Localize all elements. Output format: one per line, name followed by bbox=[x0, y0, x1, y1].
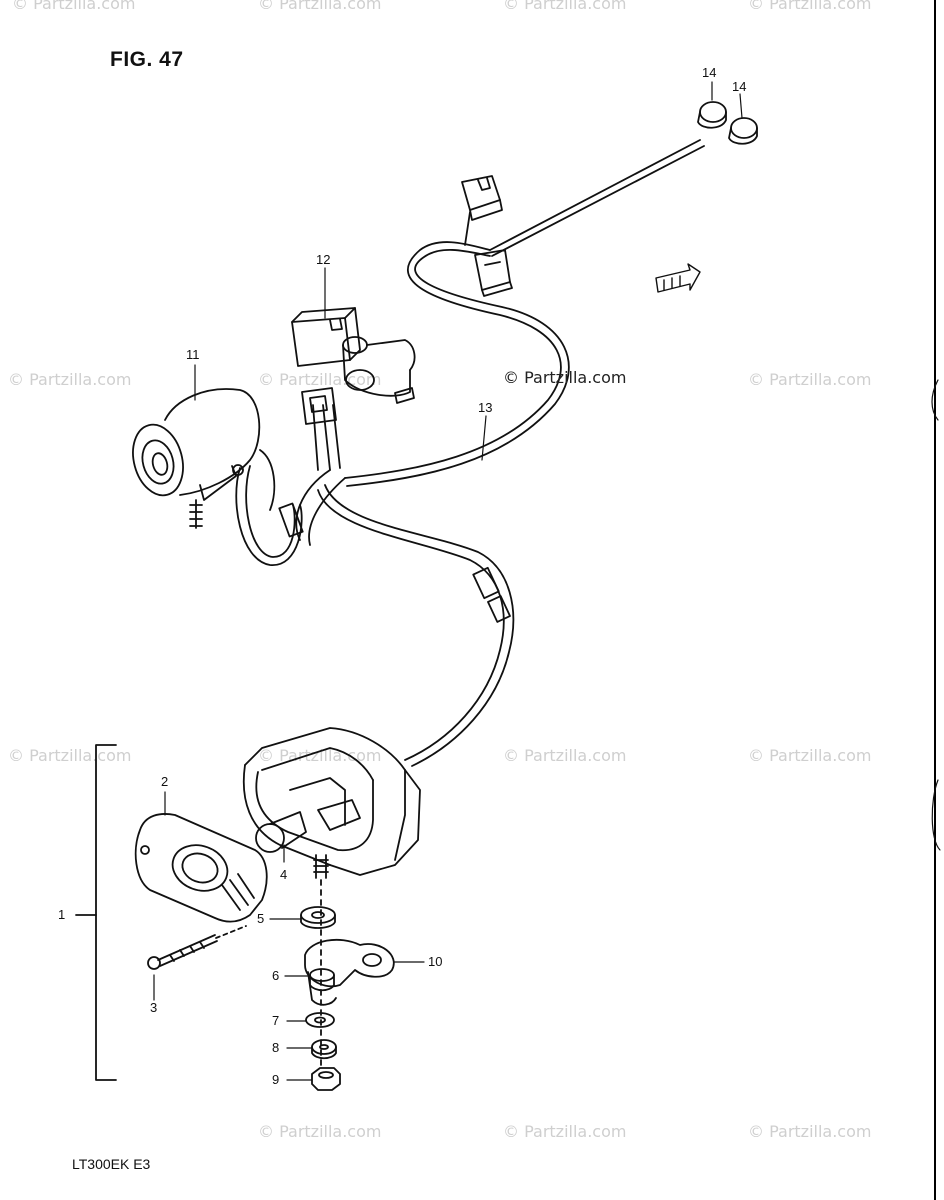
indicator-lamp bbox=[132, 388, 261, 529]
callout-5: 5 bbox=[257, 911, 265, 926]
callout-1: 1 bbox=[58, 907, 66, 922]
collar bbox=[309, 968, 335, 992]
watermark: © Partzilla.com bbox=[748, 746, 872, 765]
relay-connector bbox=[301, 387, 337, 425]
watermark: © Partzilla.com bbox=[258, 746, 382, 765]
callout-10: 10 bbox=[428, 954, 443, 969]
washer-7 bbox=[305, 1012, 335, 1028]
lock-washer bbox=[311, 1039, 337, 1060]
bulb bbox=[255, 811, 307, 853]
callout-9: 9 bbox=[272, 1072, 280, 1087]
group-bracket bbox=[75, 744, 117, 1081]
stud bbox=[313, 854, 329, 1071]
callout-13: 13 bbox=[478, 400, 493, 415]
watermark: © Partzilla.com bbox=[8, 746, 132, 765]
watermark: © Partzilla.com bbox=[12, 0, 136, 13]
callout-4: 4 bbox=[280, 867, 288, 882]
nut bbox=[311, 1067, 341, 1091]
watermark: © Partzilla.com bbox=[8, 370, 132, 389]
callout-3: 3 bbox=[150, 1000, 158, 1015]
terminal-caps bbox=[697, 101, 758, 145]
callout-12: 12 bbox=[316, 252, 331, 267]
relay-unit bbox=[291, 307, 416, 404]
page-edge bbox=[934, 0, 944, 1200]
leader-lines bbox=[153, 81, 743, 1081]
front-arrow bbox=[655, 263, 701, 293]
watermark: © Partzilla.com bbox=[503, 1122, 627, 1141]
page-fragment bbox=[931, 379, 941, 851]
watermark: © Partzilla.com bbox=[748, 0, 872, 13]
figure-title: FIG. 47 bbox=[110, 48, 184, 71]
callout-6: 6 bbox=[272, 968, 280, 983]
wiring-harness bbox=[235, 139, 705, 767]
center-watermark: © Partzilla.com bbox=[503, 368, 627, 387]
watermark: © Partzilla.com bbox=[503, 746, 627, 765]
watermark: © Partzilla.com bbox=[748, 370, 872, 389]
watermark: © Partzilla.com bbox=[258, 0, 382, 13]
lamp-lens bbox=[134, 813, 268, 923]
watermark: © Partzilla.com bbox=[748, 1122, 872, 1141]
tail-lamp-housing bbox=[242, 727, 421, 876]
callout-8: 8 bbox=[272, 1040, 280, 1055]
callout-2: 2 bbox=[161, 774, 169, 789]
model-code: LT300EK E3 bbox=[72, 1156, 151, 1172]
clamp bbox=[304, 938, 395, 1006]
watermark: © Partzilla.com bbox=[503, 0, 627, 13]
washer-5 bbox=[300, 906, 336, 929]
harness-connector bbox=[461, 175, 513, 297]
callout-14: 14 bbox=[732, 79, 747, 94]
callout-11: 11 bbox=[186, 347, 200, 362]
screw bbox=[147, 925, 247, 970]
callout-14: 14 bbox=[702, 65, 717, 80]
watermark: © Partzilla.com bbox=[258, 1122, 382, 1141]
callout-7: 7 bbox=[272, 1013, 280, 1028]
